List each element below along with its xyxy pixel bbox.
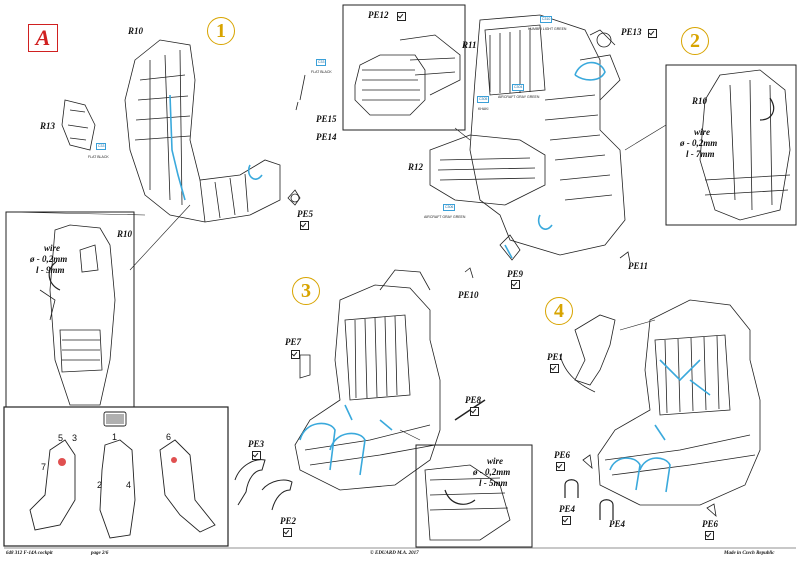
check-pe5 — [300, 221, 309, 230]
part-label-pe1: PE1 — [547, 352, 564, 362]
footer-kit-info: 648 312 F-14A cockpit — [6, 551, 53, 556]
step4-seat-drawing — [597, 299, 761, 506]
check-pe8 — [470, 407, 479, 416]
color-callout-c306: C306 — [443, 204, 456, 211]
color-caption-c306: AIRCRAFT GRAY GREEN — [424, 215, 466, 219]
part-label-pe15: PE15 — [316, 114, 337, 124]
color-callout-c33-b: C33 — [316, 59, 327, 66]
part-label-r12: R12 — [408, 162, 424, 172]
color-callout-c304: C304 — [512, 84, 525, 91]
side-panel-drawings — [29, 411, 216, 539]
part-label-pe4-right: PE4 — [609, 519, 626, 529]
part-label-pe14: PE14 — [316, 132, 337, 142]
diagram-number-5: 5 — [58, 433, 64, 443]
wire-note-title: wire — [44, 243, 61, 253]
check-pe13 — [648, 29, 657, 38]
wire-note-diameter: ø - 0,2mm — [473, 467, 511, 477]
diagram-number-2: 2 — [97, 480, 103, 490]
step-number-2: 2 — [681, 27, 709, 55]
part-label-r13: R13 — [40, 121, 56, 131]
wire-note-step3: wire ø - 0,2mm l - 5mm — [473, 456, 510, 489]
part-label-pe2: PE2 — [280, 516, 297, 526]
step-number-1: 1 — [207, 17, 235, 45]
color-callout-c33: C33 — [96, 143, 107, 150]
step-number-3: 3 — [292, 277, 320, 305]
part-label-pe11: PE11 — [628, 261, 649, 271]
check-pe1 — [550, 364, 559, 373]
check-pe4-left — [562, 516, 571, 525]
color-caption-flat-black-b: FLAT BLACK — [311, 70, 332, 74]
check-pe9 — [511, 280, 520, 289]
part-label-r11: R11 — [462, 40, 477, 50]
part-label-pe7: PE7 — [285, 337, 302, 347]
diagram-number-6: 6 — [166, 432, 172, 442]
color-caption-c304: AIRCRAFT GRAY GREEN — [498, 95, 540, 99]
color-caption-c310: HUMBRI LIGHT GREEN — [528, 27, 567, 31]
part-label-pe8: PE8 — [465, 395, 482, 405]
part-label-pe3: PE3 — [248, 439, 265, 449]
r12-cushion-drawing — [429, 134, 546, 206]
part-label-pe9: PE9 — [507, 269, 524, 279]
wire-note-title: wire — [487, 456, 504, 466]
wire-note-diameter: ø - 0,2mm — [680, 138, 718, 148]
inset3-detail — [424, 464, 511, 541]
part-label-pe6-top: PE6 — [554, 450, 571, 460]
sheet-letter-box: A — [28, 24, 58, 52]
check-pe12 — [397, 12, 406, 21]
part-label-pe12: PE12 — [368, 10, 389, 20]
footer-page-number: page 2/6 — [91, 551, 109, 556]
diagram-number-7: 7 — [41, 462, 47, 472]
check-pe7 — [291, 350, 300, 359]
inset2-seat-detail — [699, 69, 791, 221]
part-label-r10-step2: R10 — [692, 96, 708, 106]
color-callout-c310: C310 — [540, 16, 553, 23]
wire-note-length: l - 5mm — [479, 478, 508, 488]
step1-seat-drawing — [61, 39, 306, 223]
color-caption-c305: KHAKI — [478, 107, 489, 111]
check-pe6-bottom — [705, 531, 714, 540]
wire-note-length: l - 7mm — [686, 149, 715, 159]
part-label-pe10: PE10 — [458, 290, 479, 300]
part-label-pe4-left: PE4 — [559, 504, 576, 514]
part-label-pe5: PE5 — [297, 209, 314, 219]
footer-copyright: © EDUARD M.A. 2017 — [370, 551, 419, 556]
diagram-number-3: 3 — [72, 433, 78, 443]
part-label-pe6-bottom: PE6 — [702, 519, 719, 529]
diagram-number-1: 1 — [112, 432, 118, 442]
wire-note-diameter: ø - 0,2mm — [30, 254, 68, 264]
check-pe6-top — [556, 462, 565, 471]
wire-note-length: l - 9mm — [36, 265, 65, 275]
wire-note-title: wire — [694, 127, 711, 137]
check-pe3 — [252, 451, 261, 460]
wire-note-step2: wire ø - 0,2mm l - 7mm — [680, 127, 717, 160]
diagram-number-4: 4 — [126, 480, 132, 490]
step2-seat-drawing — [469, 14, 626, 256]
check-pe2 — [283, 528, 292, 537]
part-label-r10-inset: R10 — [117, 229, 133, 239]
pe12-cushion-drawing — [354, 34, 461, 116]
part-label-r10: R10 — [128, 26, 144, 36]
footer-origin: Made in Czech Republic — [724, 551, 775, 556]
part-label-pe13: PE13 — [621, 27, 642, 37]
wire-note-step1: wire ø - 0,2mm l - 9mm — [30, 243, 67, 276]
color-callout-c305: C305 — [477, 96, 490, 103]
step-number-4: 4 — [545, 297, 573, 325]
inset1-seat-detail — [39, 224, 116, 406]
color-caption-flat-black: FLAT BLACK — [88, 155, 109, 159]
step3-seat-drawing — [294, 269, 441, 491]
